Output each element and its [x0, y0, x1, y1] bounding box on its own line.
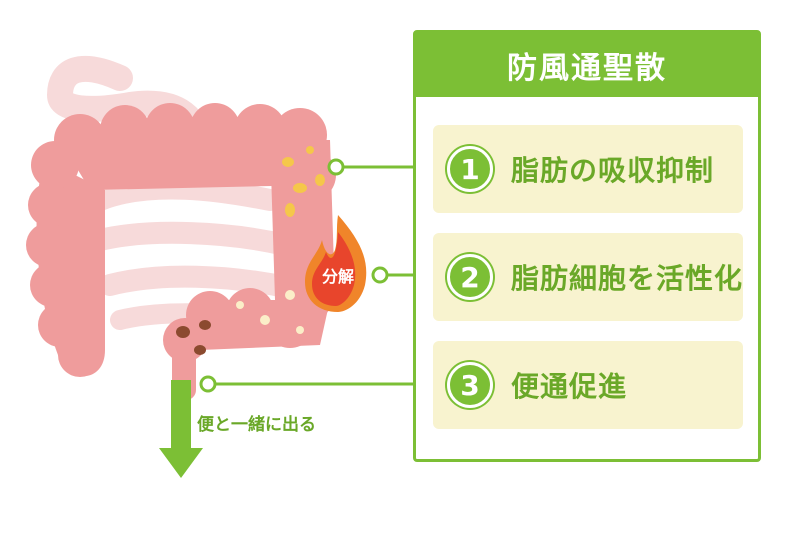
- effect-label-3: 便通促進: [511, 370, 628, 403]
- fat-particles: [282, 146, 325, 217]
- breakdown-label: 分解: [321, 267, 354, 286]
- excretion-label: 便と一緒に出る: [197, 415, 316, 435]
- effect-label-2: 脂肪細胞を活性化: [511, 262, 744, 295]
- flame-icon: [305, 215, 367, 312]
- effect-item-2: 2 脂肪細胞を活性化: [433, 233, 743, 321]
- effect-item-1: 1 脂肪の吸収抑制: [433, 125, 743, 213]
- down-arrow-icon: [159, 380, 203, 478]
- info-panel: 防風通聖散 1 脂肪の吸収抑制 2 脂肪細胞を活性化 3 便通促進: [413, 30, 761, 462]
- effect-item-3: 3 便通促進: [433, 341, 743, 429]
- effect-label-1: 脂肪の吸収抑制: [511, 154, 715, 187]
- number-badge-1: 1: [447, 146, 493, 192]
- number-badge-3: 3: [447, 362, 493, 408]
- stool: [176, 320, 211, 355]
- panel-title: 防風通聖散: [416, 33, 758, 97]
- large-intestine: [26, 103, 336, 400]
- broken-fat-particles: [236, 290, 304, 334]
- number-badge-2: 2: [447, 254, 493, 300]
